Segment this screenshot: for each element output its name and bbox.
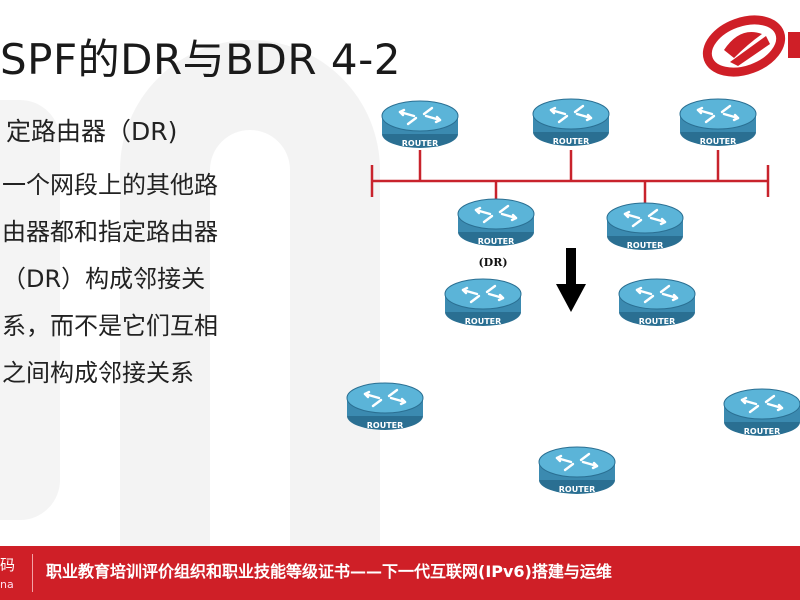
brand-logo-icon <box>702 15 800 77</box>
network-diagram: ROUTER ROUTER ROUTER ROUTER (DR) ROUTER … <box>345 97 800 496</box>
body-text: 一个网段上的其他路 由器都和指定路由器 （DR）构成邻接关 系，而不是它们互相 … <box>2 165 218 400</box>
body-line: 由器都和指定路由器 <box>2 218 218 246</box>
body-line: （DR）构成邻接关 <box>2 265 206 293</box>
router-label: ROUTER <box>627 241 664 250</box>
router-icon: ROUTER <box>456 197 536 248</box>
router-label: ROUTER <box>700 137 737 146</box>
router-icon: ROUTER <box>537 445 617 496</box>
router-label: ROUTER <box>553 137 590 146</box>
body-line: 之间构成邻接关系 <box>2 359 194 387</box>
background-decoration-left <box>0 100 60 520</box>
router-icon: ROUTER <box>617 277 697 328</box>
subheading: 定路由器（DR) <box>6 117 178 146</box>
router-label: ROUTER <box>465 317 502 326</box>
body-line: 一个网段上的其他路 <box>2 171 218 199</box>
router-icon: ROUTER <box>722 387 800 438</box>
footer-divider <box>32 554 33 592</box>
slide-title: SPF的DR与BDR 4-2 <box>0 35 401 84</box>
router-icon: ROUTER <box>345 381 425 432</box>
footer-brand-line1: 码 <box>0 556 16 574</box>
router-icon: ROUTER <box>380 99 460 150</box>
footer-caption: 职业教育培训评价组织和职业技能等级证书——下一代互联网(IPv6)搭建与运维 <box>46 562 612 581</box>
router-label: ROUTER <box>744 427 781 436</box>
footer-bar: 码 na 职业教育培训评价组织和职业技能等级证书——下一代互联网(IPv6)搭建… <box>0 546 800 600</box>
body-line: 系，而不是它们互相 <box>2 312 218 340</box>
router-icon: ROUTER <box>531 97 611 148</box>
footer-brand: 码 na <box>0 546 26 600</box>
router-label: ROUTER <box>478 237 515 246</box>
router-label: ROUTER <box>367 421 404 430</box>
router-icon: ROUTER <box>605 201 685 252</box>
router-icon: ROUTER <box>678 97 758 148</box>
dr-label: (DR) <box>478 256 507 269</box>
router-label: ROUTER <box>639 317 676 326</box>
footer-brand-line2: na <box>0 578 14 591</box>
router-label: ROUTER <box>559 485 596 494</box>
arrow-down-icon <box>556 248 586 312</box>
router-label: ROUTER <box>402 139 439 148</box>
router-icon: ROUTER <box>443 277 523 328</box>
